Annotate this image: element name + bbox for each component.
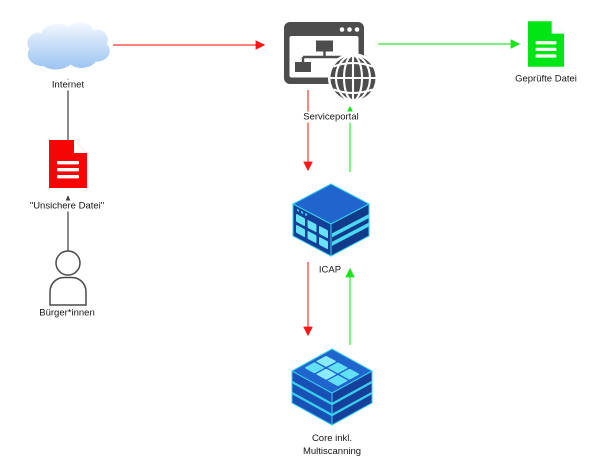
core-server-icon [290,347,374,429]
checked-file-label: Geprüfte Datei [513,73,579,85]
icap-server-icon [291,182,371,262]
core-label-line2: Multiscanning [302,446,362,457]
core-label-line1: Core inkl. [311,433,353,444]
unsafe-file-label: "Unsichere Datei" [27,200,107,212]
person-icon [47,249,89,306]
icap-label: ICAP [316,264,344,276]
checked-file-icon [528,20,564,68]
internet-label: Internet [49,79,87,91]
serviceportal-label: Serviceportal [301,111,361,123]
citizen-label: Bürger*innen [37,307,97,319]
core-label: Core inkl. Multiscanning [300,432,364,458]
internet-cloud-icon [22,18,114,74]
globe-icon [327,52,379,104]
unsafe-file-icon [49,140,87,188]
